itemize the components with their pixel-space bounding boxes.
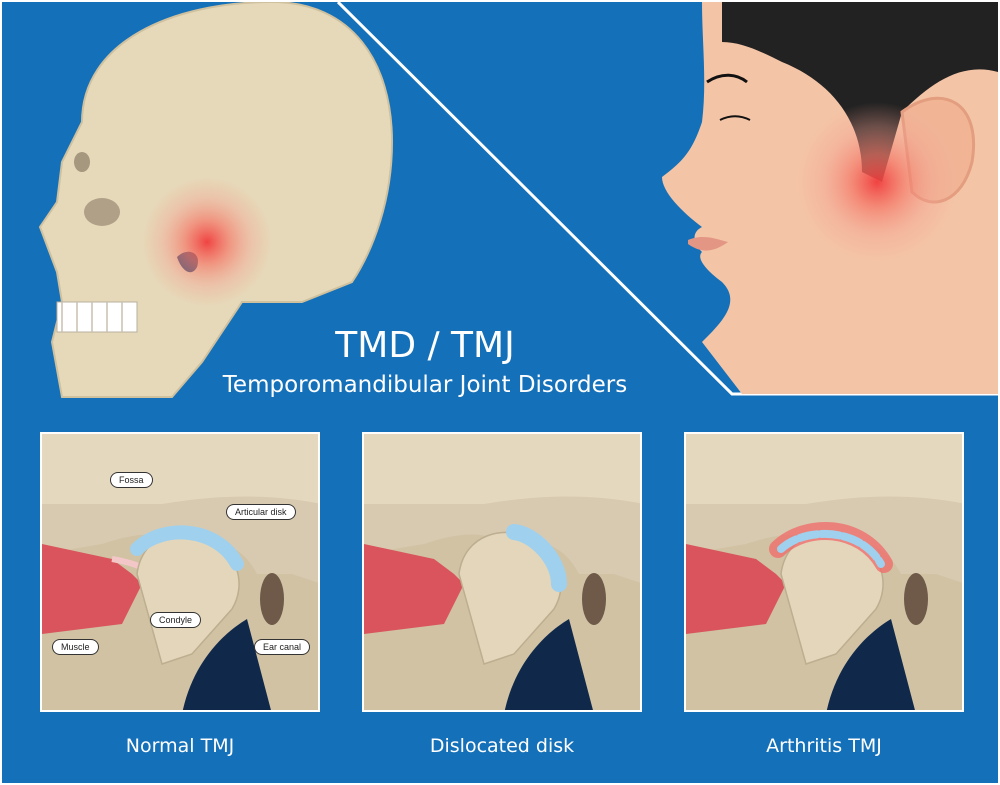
skull-illustration (38, 2, 394, 398)
label-articular-disk: Articular disk (226, 504, 296, 520)
caption-dislocated: Dislocated disk (429, 735, 575, 757)
pain-indicator-skull (142, 177, 272, 307)
page-title: TMD / TMJ (335, 325, 515, 366)
label-fossa: Fossa (110, 472, 153, 488)
face-illustration (662, 2, 998, 394)
page-subtitle: Temporomandibular Joint Disorders (222, 372, 628, 398)
label-condyle: Condyle (150, 612, 202, 628)
ear-canal-shape (260, 573, 284, 625)
eye (719, 115, 751, 121)
caption-normal: Normal TMJ (125, 735, 235, 757)
label-ear-canal: Ear canal (254, 639, 311, 655)
jaw-hollow (182, 619, 271, 710)
muscle-shape (42, 544, 142, 634)
panel-normal-tmj: Fossa Articular disk Condyle Muscle Ear … (40, 432, 320, 712)
header-illustration (38, 2, 998, 398)
eyebrow (706, 73, 748, 84)
caption-arthritis: Arthritis TMJ (766, 735, 882, 757)
lips (688, 236, 728, 251)
eye-socket (74, 152, 90, 172)
panel-dislocated-disk (362, 432, 642, 712)
dislocated-disk-shape (506, 524, 567, 592)
label-muscle: Muscle (52, 639, 99, 655)
pain-indicator-face (797, 102, 957, 262)
articular-disk-shape (130, 525, 244, 571)
panel-arthritis-tmj (684, 432, 964, 712)
hair (722, 2, 998, 182)
